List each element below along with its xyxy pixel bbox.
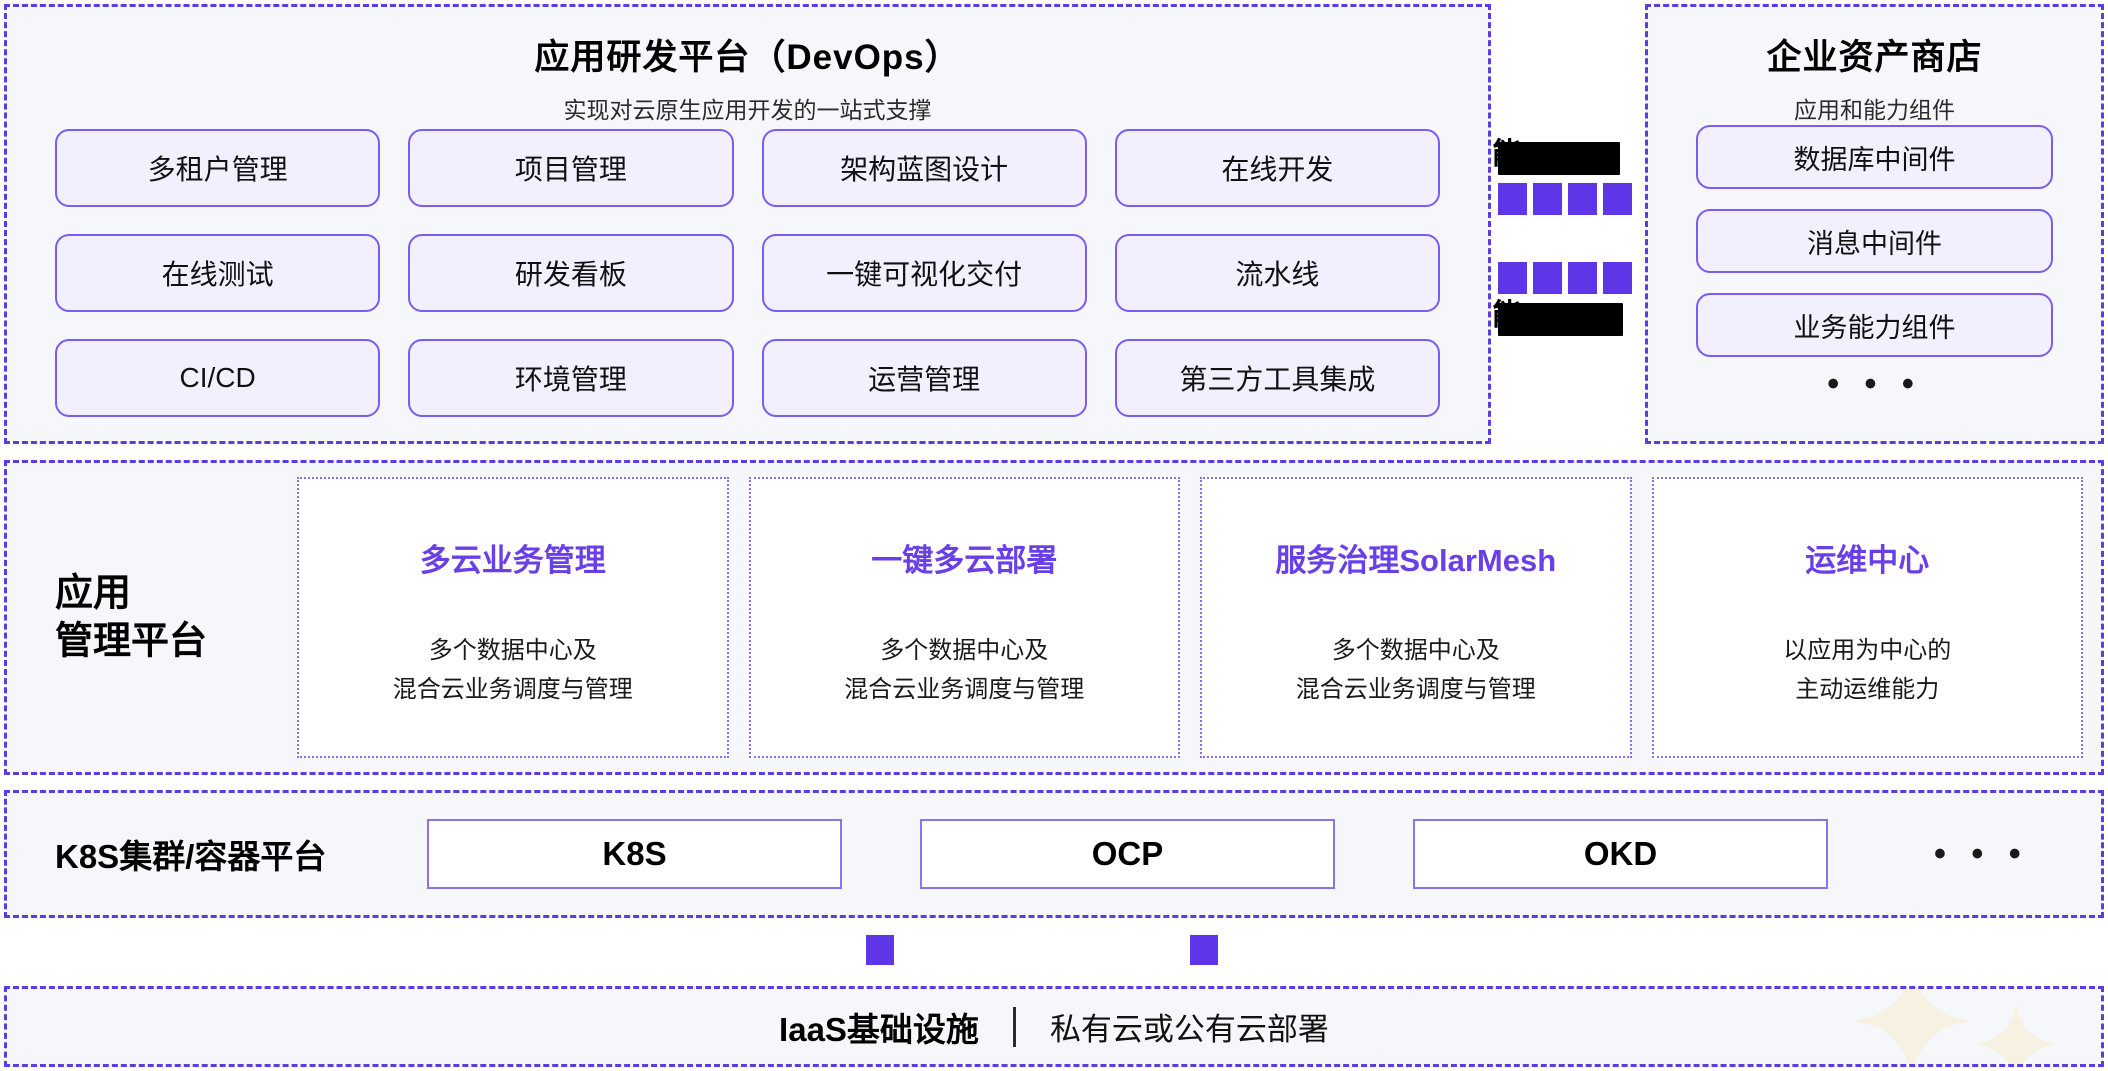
mgmt-card-title: 多云业务管理 [419,543,606,578]
connector-square [1568,262,1597,294]
devops-chip-third-party-integration[interactable]: 第三方工具集成 [1114,339,1440,417]
k8s-more-dots: • • • [1934,834,2029,873]
k8s-option-k8s[interactable]: K8S [427,819,842,889]
management-platform-label: 应用 管理平台 [55,571,208,663]
connector-square [1603,183,1632,215]
sparkle-decoration-large [1853,989,1971,1064]
mgmt-card-description: 以应用为中心的 主动运维能力 [1783,637,1952,703]
devops-panel-subtitle: 实现对云原生应用开发的一站式支撑 [563,97,932,123]
redacted-ghost-glyph-top: 能 [1492,138,1522,171]
mgmt-card-onekey-multicloud-deploy[interactable]: 一键多云部署 多个数据中心及 混合云业务调度与管理 [748,477,1180,758]
enterprise-asset-store-panel: 企业资产商店 应用和能力组件 数据库中间件 消息中间件 业务能力组件 • • • [1645,4,2104,444]
sparkle-decoration-small [1974,1002,2058,1064]
redacted-connector-column: 能 能 [1491,0,1641,448]
connector-square [1533,262,1562,294]
k8s-platform-label: K8S集群/容器平台 [55,838,327,875]
layer-connector-square-right [1190,935,1218,965]
iaas-subtitle: 私有云或公有云部署 [1049,1012,1329,1047]
devops-chip-project-management[interactable]: 项目管理 [408,129,734,207]
k8s-container-platform-panel: K8S集群/容器平台 K8S OCP OKD • • • [4,790,2104,918]
devops-chip-environment-management[interactable]: 环境管理 [408,339,734,417]
devops-chip-dev-kanban[interactable]: 研发看板 [408,234,734,312]
asset-chip-message-middleware[interactable]: 消息中间件 [1696,209,2053,273]
asset-store-subtitle: 应用和能力组件 [1794,97,1955,123]
redacted-text-block-top: 能 [1492,138,1620,175]
mgmt-card-title: 一键多云部署 [871,543,1058,578]
mgmt-card-description: 多个数据中心及 混合云业务调度与管理 [1295,637,1536,703]
asset-store-list: 数据库中间件 消息中间件 业务能力组件 • • • [1696,125,2053,403]
devops-chip-visual-delivery[interactable]: 一键可视化交付 [761,234,1087,312]
devops-chip-multi-tenant[interactable]: 多租户管理 [55,129,381,207]
devops-panel-title: 应用研发平台（DevOps） [534,38,961,77]
redacted-text-block-bottom: 能 [1492,299,1623,336]
devops-capability-grid: 多租户管理 项目管理 架构蓝图设计 在线开发 在线测试 研发看板 一键可视化交付… [55,129,1440,417]
connector-square [1568,183,1597,215]
k8s-platform-options: K8S OCP OKD • • • [427,819,2071,889]
devops-chip-ci-cd[interactable]: CI/CD [55,339,381,417]
iaas-divider [1012,1006,1016,1047]
iaas-title: IaaS基础设施 [779,1010,979,1048]
iaas-infrastructure-panel: IaaS基础设施 私有云或公有云部署 [4,986,2104,1067]
k8s-option-ocp[interactable]: OCP [920,819,1335,889]
mgmt-card-title: 服务治理SolarMesh [1275,543,1557,578]
mgmt-card-description: 多个数据中心及 混合云业务调度与管理 [844,637,1085,703]
asset-chip-business-capability-component[interactable]: 业务能力组件 [1696,293,2053,357]
management-platform-cards: 多云业务管理 多个数据中心及 混合云业务调度与管理 一键多云部署 多个数据中心及… [297,477,2083,758]
iaas-content-row: IaaS基础设施 私有云或公有云部署 [7,989,2101,1064]
connector-square [1498,262,1527,294]
devops-chip-pipeline[interactable]: 流水线 [1114,234,1440,312]
mgmt-card-title: 运维中心 [1805,543,1930,578]
connector-square [1603,262,1632,294]
connector-square [1498,183,1527,215]
asset-store-more-dots: • • • [1827,365,1922,403]
mgmt-card-service-governance-solarmesh[interactable]: 服务治理SolarMesh 多个数据中心及 混合云业务调度与管理 [1200,477,1632,758]
k8s-option-okd[interactable]: OKD [1413,819,1828,889]
application-management-platform-panel: 应用 管理平台 多云业务管理 多个数据中心及 混合云业务调度与管理 一键多云部署… [4,460,2104,775]
mgmt-card-operations-center[interactable]: 运维中心 以应用为中心的 主动运维能力 [1651,477,2083,758]
devops-chip-online-testing[interactable]: 在线测试 [55,234,381,312]
redacted-ghost-glyph-bottom: 能 [1492,299,1522,332]
devops-chip-operations-management[interactable]: 运营管理 [761,339,1087,417]
asset-store-title: 企业资产商店 [1766,38,1983,77]
layer-connector-square-left [866,935,894,965]
connector-square-row-top [1498,183,1632,215]
connector-square [1533,183,1562,215]
devops-platform-panel: 应用研发平台（DevOps） 实现对云原生应用开发的一站式支撑 多租户管理 项目… [4,4,1491,444]
mgmt-card-multicloud-business[interactable]: 多云业务管理 多个数据中心及 混合云业务调度与管理 [297,477,729,758]
mgmt-card-description: 多个数据中心及 混合云业务调度与管理 [392,637,633,703]
asset-chip-database-middleware[interactable]: 数据库中间件 [1696,125,2053,189]
connector-square-row-bottom [1498,262,1632,294]
devops-chip-architecture-blueprint[interactable]: 架构蓝图设计 [761,129,1087,207]
devops-chip-online-development[interactable]: 在线开发 [1114,129,1440,207]
